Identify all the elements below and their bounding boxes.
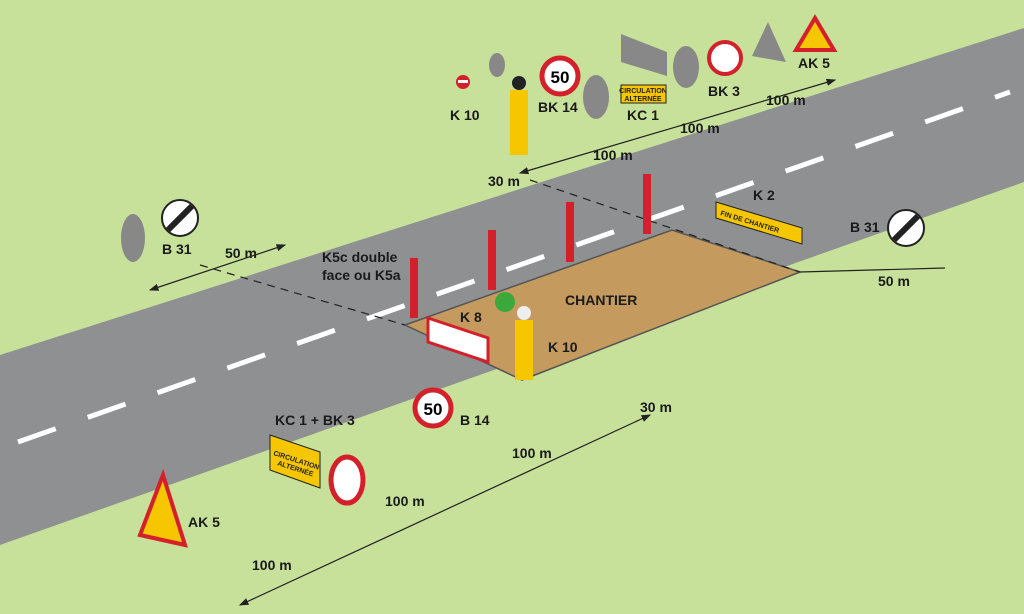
ak5-top-label: AK 5 <box>798 55 830 71</box>
k8-chevron-board <box>426 315 490 365</box>
bottom-100a-distance: 100 m <box>512 445 552 461</box>
k10-bottom-label: K 10 <box>548 339 578 355</box>
bk14-label: BK 14 <box>538 99 578 115</box>
bk3-bottom-sign <box>328 454 366 506</box>
b31-right-label: B 31 <box>850 219 880 235</box>
top-30-distance: 30 m <box>488 173 520 189</box>
kc1-top-text2: ALTERNÉE <box>624 94 662 103</box>
b31-left-label: B 31 <box>162 241 192 257</box>
bottom-100b-distance: 100 m <box>385 493 425 509</box>
top-100b-distance: 100 m <box>680 120 720 136</box>
center-line <box>17 89 1011 445</box>
bottom-dimension-line <box>238 414 652 606</box>
k5-delineators <box>410 174 651 318</box>
k2-label: K 2 <box>753 187 775 203</box>
bk3-top-label: BK 3 <box>708 83 740 99</box>
b14-label: B 14 <box>460 412 490 428</box>
flagger-top <box>510 90 528 155</box>
bottom-30-distance: 30 m <box>640 399 672 415</box>
kc1-bk3-label: KC 1 + BK 3 <box>275 412 355 428</box>
k8-label: K 8 <box>460 309 482 325</box>
kc1-top-text1: CIRCULATION <box>619 88 667 95</box>
ak5-bottom-sign <box>137 468 188 548</box>
worksite-label: CHANTIER <box>565 292 637 308</box>
bk3-no-overtaking-sign <box>707 40 743 76</box>
kc1-top-label: KC 1 <box>627 107 659 123</box>
right-50-distance: 50 m <box>878 273 910 289</box>
top-100a-distance: 100 m <box>593 147 633 163</box>
speed-bottom-value: 50 <box>424 400 443 419</box>
flagger-bottom <box>515 320 533 380</box>
k5c-label: K5c double <box>322 249 398 265</box>
green-paddle-icon <box>495 292 515 312</box>
k5c-label-line2: face ou K5a <box>322 267 401 283</box>
ak5-bottom-label: AK 5 <box>188 514 220 530</box>
k2-panel <box>715 201 803 245</box>
bottom-100c-distance: 100 m <box>252 557 292 573</box>
ak5-top-sign <box>792 14 838 52</box>
k10-top-label: K 10 <box>450 107 480 123</box>
top-100c-distance: 100 m <box>766 92 806 108</box>
speed-top-value: 50 <box>551 68 570 87</box>
b31-left-back <box>121 214 145 262</box>
left-50-distance: 50 m <box>225 245 257 261</box>
top-dimension-line <box>518 78 837 175</box>
